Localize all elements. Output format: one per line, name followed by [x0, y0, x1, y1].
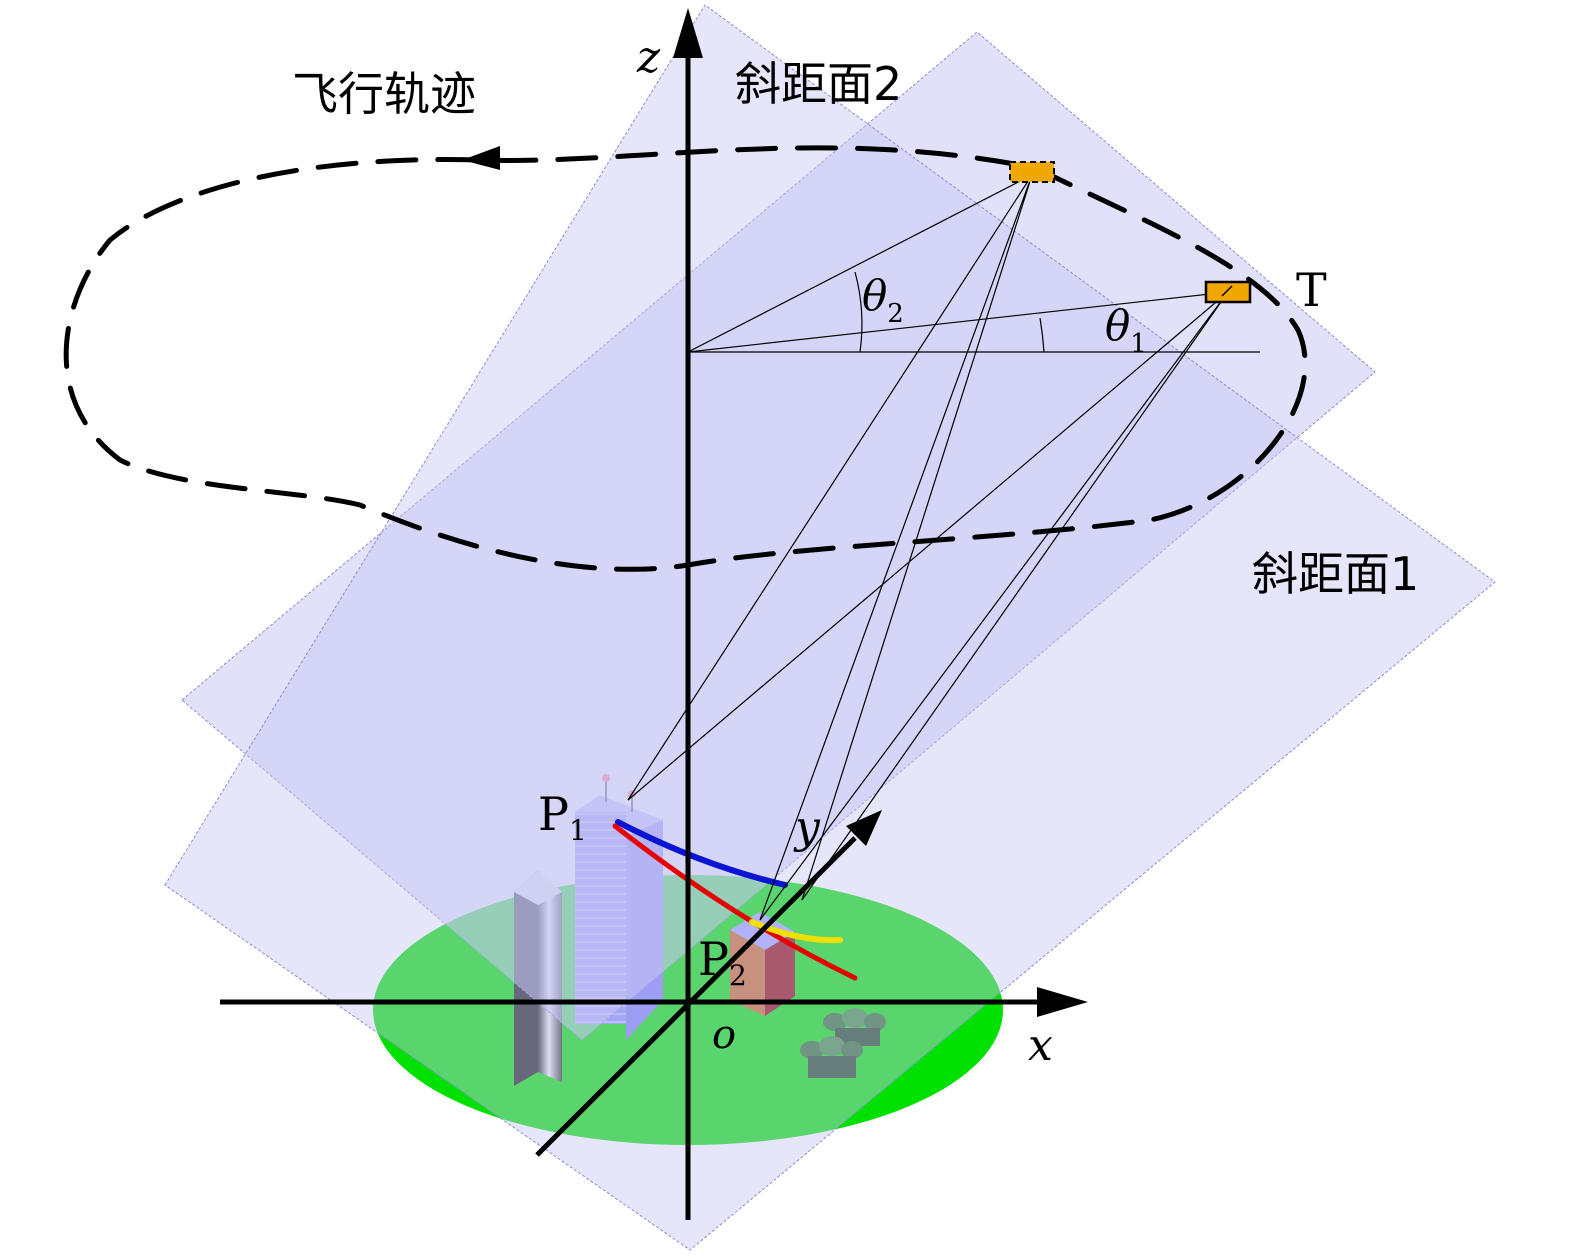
- slant-plane-1: [181, 31, 1376, 1041]
- curve-yellow: [749, 919, 843, 944]
- curve-red: [612, 823, 858, 981]
- p2-label: P2: [698, 932, 747, 992]
- trajectory-arrow: [462, 146, 500, 170]
- p1-label: P1: [538, 787, 587, 847]
- origin-label: o: [712, 1012, 736, 1058]
- z-axis: [673, 8, 703, 1220]
- platform-target: [1204, 280, 1252, 304]
- x-axis: [220, 987, 1088, 1017]
- slant-plane-2: [164, 4, 1496, 1251]
- plane-1-label: 斜距面1: [1252, 547, 1419, 601]
- platform-upper: [1009, 161, 1055, 183]
- trees: [800, 1008, 886, 1078]
- x-axis-label: x: [1028, 1020, 1053, 1071]
- building-p2: [730, 912, 795, 1016]
- target-t-label: T: [1296, 263, 1327, 317]
- theta-1-label: θ1: [1105, 301, 1147, 359]
- z-axis-label: z: [636, 32, 661, 83]
- y-axis-label: y: [793, 802, 821, 853]
- theta-2-label: θ2: [862, 271, 904, 329]
- curve-blue: [615, 819, 788, 888]
- trajectory-label: 飞行轨迹: [292, 67, 476, 121]
- y-axis: [535, 810, 882, 1157]
- flight-trajectory: [63, 145, 1308, 572]
- geometry-lines: [627, 174, 1260, 921]
- plane-2-label: 斜距面2: [735, 57, 902, 111]
